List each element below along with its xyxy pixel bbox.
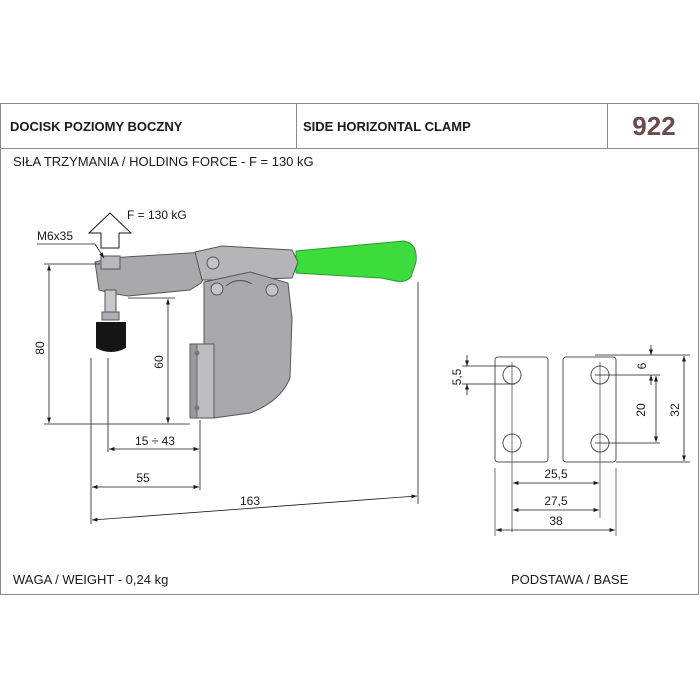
- dim-20-label: 20: [634, 403, 648, 417]
- dim-38-label: 38: [549, 514, 563, 528]
- product-code: 922: [632, 110, 676, 141]
- dim-32-label: 32: [668, 403, 682, 417]
- drawing-sheet: DOCISK POZIOMY BOCZNY SIDE HORIZONTAL CL…: [0, 103, 699, 595]
- base-centerlines: [494, 362, 617, 536]
- pivot-1: [206, 256, 220, 270]
- weight-text: WAGA / WEIGHT - 0,24 kg: [13, 572, 169, 587]
- title-polish: DOCISK POZIOMY BOCZNY: [1, 104, 297, 148]
- force-label: F = 130 kG: [127, 208, 187, 222]
- spindle-nut-top: [100, 255, 121, 270]
- base-plate-side-view: [494, 356, 617, 463]
- base-dimensions: [462, 345, 690, 532]
- dimension-60: [128, 297, 175, 423]
- dim-25-5-label: 25,5: [544, 467, 568, 481]
- dim-163-label: 163: [240, 494, 260, 508]
- rubber-tip-icon: [96, 322, 126, 352]
- holding-force-text: SIŁA TRZYMANIA / HOLDING FORCE - F = 130…: [13, 154, 314, 169]
- title-block: DOCISK POZIOMY BOCZNY SIDE HORIZONTAL CL…: [1, 104, 698, 149]
- dim-80-label: 80: [33, 341, 47, 355]
- clamp-body: [203, 271, 293, 419]
- dimension-80: [44, 263, 190, 425]
- horizontal-dimensions: [90, 282, 419, 524]
- dim-15-43-label: 15 ÷ 43: [135, 434, 175, 448]
- dim-6-label: 6: [635, 362, 649, 369]
- force-arrow: [87, 212, 133, 249]
- spindle-screw: [104, 289, 117, 315]
- title-english: SIDE HORIZONTAL CLAMP: [297, 104, 608, 148]
- dim-60-label: 60: [152, 355, 166, 369]
- thread-label: M6x35: [37, 229, 73, 243]
- upper-link: [194, 245, 299, 281]
- dim-55-label: 55: [136, 471, 150, 485]
- base-label: PODSTAWA / BASE: [511, 572, 629, 587]
- pivot-2: [210, 282, 224, 296]
- dim-27-5-label: 27,5: [544, 494, 568, 508]
- pivot-3: [265, 283, 279, 297]
- dim-5-5-label: 5,5: [450, 368, 464, 385]
- clamp-illustration: [94, 240, 417, 419]
- green-handle: [295, 240, 417, 282]
